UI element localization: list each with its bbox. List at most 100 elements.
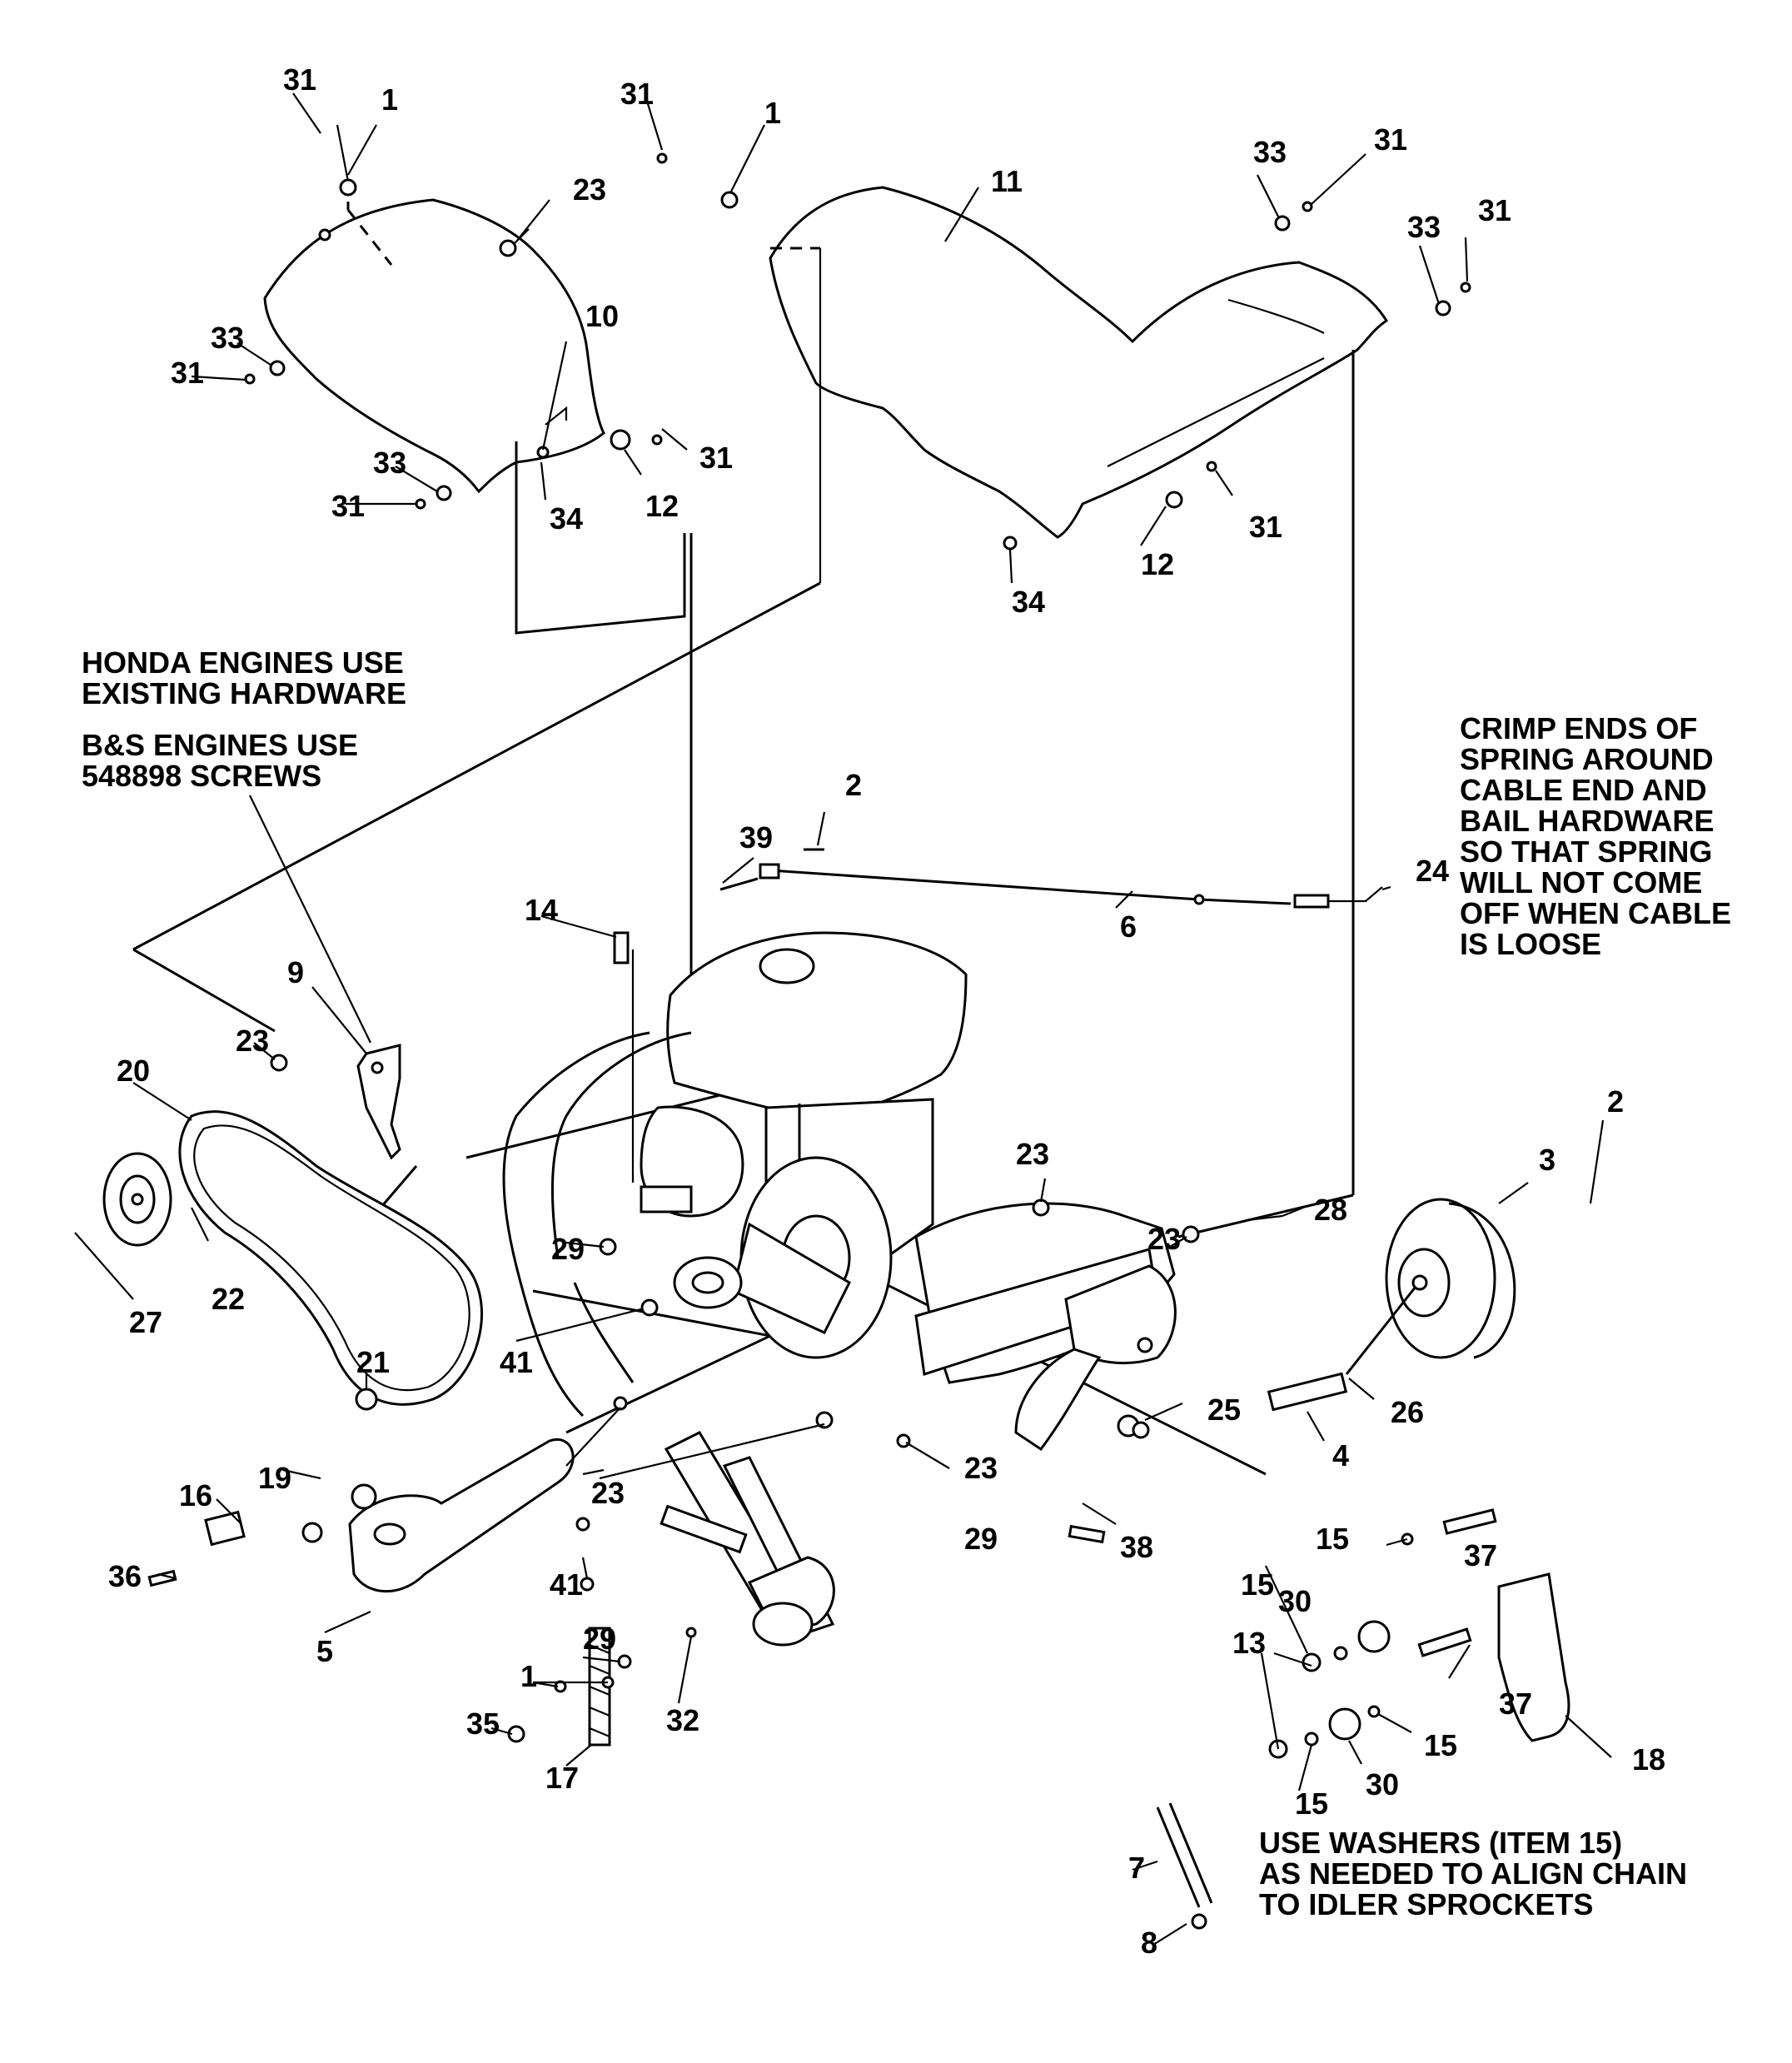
callout-31: 31 [620, 77, 654, 111]
plate-18 [1497, 1572, 1570, 1742]
callout-6: 6 [1120, 909, 1137, 944]
callout-10: 10 [585, 299, 619, 333]
callout-3: 3 [1539, 1143, 1556, 1177]
note-crimp-line-4: BAIL HARDWARE [1460, 804, 1714, 838]
handle-frame [502, 1031, 692, 1418]
wheel-and-axle [1247, 1198, 1516, 1412]
leader-lines [74, 92, 1612, 1946]
control-cable [719, 848, 1383, 909]
note-crimp-line-7: OFF WHEN CABLE [1460, 896, 1731, 930]
note-crimp-line-8: IS LOOSE [1460, 927, 1601, 961]
callout-14: 14 [525, 893, 558, 927]
callout-29: 29 [583, 1622, 616, 1656]
callout-4: 4 [1332, 1438, 1349, 1473]
note-honda-line-1: HONDA ENGINES USE [82, 645, 404, 680]
callout-33: 33 [211, 321, 244, 355]
callout-18: 18 [1632, 1742, 1665, 1776]
chain-7 [1156, 1802, 1213, 1908]
note-washers-line-1: USE WASHERS (ITEM 15) [1259, 1826, 1622, 1860]
note-crimp: CRIMP ENDS OF SPRING AROUND CABLE END AN… [1460, 711, 1731, 961]
note-crimp-line-2: SPRING AROUND [1460, 742, 1714, 776]
callout-23: 23 [591, 1476, 625, 1510]
callout-23: 23 [573, 172, 606, 207]
callout-1: 1 [381, 82, 398, 117]
callout-15: 15 [1241, 1567, 1274, 1602]
callout-28: 28 [1314, 1193, 1347, 1227]
callout-27: 27 [129, 1305, 162, 1339]
callout-31: 31 [1249, 510, 1282, 544]
callout-2: 2 [845, 768, 862, 802]
belt-guard-left [263, 124, 686, 635]
note-crimp-line-1: CRIMP ENDS OF [1460, 711, 1697, 745]
callout-12: 12 [645, 489, 679, 523]
callout-20: 20 [117, 1054, 150, 1088]
callout-31: 31 [171, 356, 204, 390]
callout-23: 23 [236, 1024, 269, 1058]
note-bs-line-1: B&S ENGINES USE [82, 728, 358, 762]
callout-1: 1 [520, 1659, 537, 1693]
callout-29: 29 [964, 1522, 998, 1556]
callout-37: 37 [1499, 1687, 1532, 1721]
callout-35: 35 [466, 1707, 500, 1741]
callout-15: 15 [1295, 1786, 1328, 1821]
callout-22: 22 [212, 1282, 245, 1316]
callout-32: 32 [666, 1703, 699, 1737]
callout-12: 12 [1141, 547, 1174, 581]
callout-33: 33 [1407, 210, 1441, 244]
callout-41: 41 [550, 1567, 583, 1602]
note-honda: HONDA ENGINES USE EXISTING HARDWARE [82, 645, 406, 710]
callout-13: 13 [1232, 1626, 1266, 1660]
note-washers-line-3: TO IDLER SPROCKETS [1259, 1887, 1593, 1921]
callout-29: 29 [551, 1232, 585, 1266]
callout-24: 24 [1416, 854, 1449, 888]
blade-guard-5 [348, 1438, 575, 1593]
bracket-9 [356, 1044, 401, 1160]
callout-5: 5 [316, 1634, 333, 1668]
note-crimp-line-6: WILL NOT COME [1460, 865, 1702, 899]
callout-36: 36 [108, 1559, 142, 1593]
callout-30: 30 [1278, 1584, 1312, 1618]
callout-33: 33 [1253, 135, 1287, 169]
callout-31: 31 [283, 62, 316, 97]
callout-7: 7 [1128, 1851, 1145, 1885]
callout-17: 17 [545, 1761, 579, 1795]
note-bs-line-2: 548898 SCREWS [82, 759, 321, 793]
note-bs: B&S ENGINES USE 548898 SCREWS [82, 728, 358, 793]
callout-23: 23 [964, 1451, 998, 1485]
note-crimp-line-5: SO THAT SPRING [1460, 835, 1712, 869]
callout-37: 37 [1464, 1538, 1497, 1572]
callout-31: 31 [1478, 193, 1511, 227]
callout-30: 30 [1366, 1767, 1399, 1801]
callout-38: 38 [1120, 1530, 1153, 1564]
callout-15: 15 [1424, 1728, 1457, 1762]
belt-and-pulley [102, 1110, 484, 1406]
callout-31: 31 [331, 489, 365, 523]
callout-19: 19 [258, 1461, 291, 1495]
callout-33: 33 [373, 446, 406, 480]
callout-8: 8 [1141, 1926, 1157, 1960]
callout-25: 25 [1207, 1393, 1241, 1427]
callout-34: 34 [1012, 585, 1045, 619]
callout-21: 21 [356, 1345, 390, 1379]
belt-guard-right [769, 186, 1389, 583]
note-washers-line-2: AS NEEDED TO ALIGN CHAIN [1259, 1856, 1687, 1891]
note-crimp-line-3: CABLE END AND [1460, 773, 1707, 807]
callout-23: 23 [1147, 1222, 1181, 1256]
callout-41: 41 [500, 1345, 533, 1379]
callout-23: 23 [1016, 1137, 1049, 1171]
note-honda-line-2: EXISTING HARDWARE [82, 676, 406, 710]
callout-2: 2 [1607, 1084, 1624, 1119]
hardware [147, 152, 1497, 1930]
note-washers: USE WASHERS (ITEM 15) AS NEEDED TO ALIGN… [1259, 1826, 1687, 1921]
callout-9: 9 [287, 955, 304, 989]
callout-31: 31 [699, 441, 733, 475]
callout-39: 39 [739, 820, 773, 855]
linkage-arms [660, 1431, 835, 1647]
callout-16: 16 [179, 1478, 212, 1512]
callout-34: 34 [550, 501, 583, 536]
callout-1: 1 [764, 96, 781, 130]
callout-11: 11 [991, 164, 1023, 198]
main-frame [673, 1156, 1177, 1452]
